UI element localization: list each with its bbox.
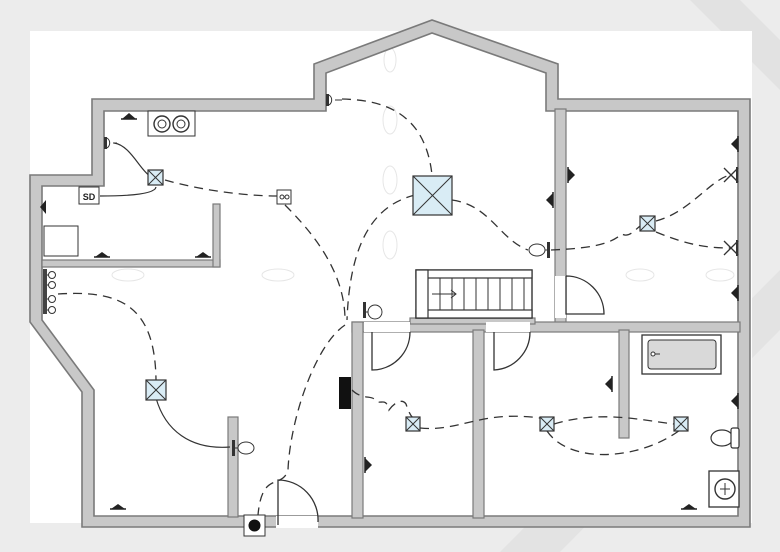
walls — [29, 19, 751, 528]
wall-lamp-icon[interactable] — [326, 94, 342, 106]
interior-wall — [212, 203, 221, 268]
wall-switch-bank-icon[interactable] — [43, 269, 56, 314]
toilet-icon — [710, 427, 740, 449]
interior-wall — [618, 329, 630, 439]
wall-lamp-icon[interactable] — [363, 302, 383, 320]
staircase-icon — [415, 269, 533, 319]
wall-lamp-icon[interactable] — [104, 137, 117, 149]
bedroom-door[interactable] — [371, 331, 411, 371]
wall-outlet-icon[interactable] — [546, 192, 554, 208]
ceiling-light-fixture-icon[interactable] — [673, 416, 689, 432]
washing-machine-icon — [708, 470, 740, 508]
closet-door[interactable] — [565, 275, 605, 315]
wall-outlet-icon[interactable] — [94, 252, 110, 258]
wall-light-cross-icon[interactable] — [723, 240, 739, 256]
front-door[interactable] — [277, 479, 319, 525]
smoke-detector-icon: SD — [78, 186, 100, 205]
cooktop-icon — [147, 110, 196, 137]
wall-outlet-icon[interactable] — [731, 136, 739, 152]
interior-wall — [351, 321, 364, 519]
wall-outlet-icon[interactable] — [731, 285, 739, 301]
wall-outlet-icon[interactable] — [364, 457, 372, 473]
bath-door[interactable] — [493, 331, 531, 371]
interior-wall — [472, 329, 485, 519]
wall-outlet-icon[interactable] — [731, 393, 739, 409]
wall-lamp-icon[interactable] — [232, 440, 255, 456]
refrigerator-icon — [43, 225, 79, 257]
electrical-panel-icon[interactable] — [339, 377, 351, 409]
interior-wall — [41, 259, 221, 268]
wall-outlet-icons[interactable] — [40, 113, 739, 510]
smoke-detector-label: SD — [83, 192, 96, 202]
bathtub-icon — [641, 334, 722, 375]
wall-outlet-icon[interactable] — [195, 252, 211, 258]
wall-outlet-icon[interactable] — [110, 504, 126, 510]
ceiling-light-fixture-icon[interactable] — [405, 416, 421, 432]
interior-wall — [227, 416, 239, 518]
exterior-wall — [29, 19, 751, 528]
door-openings — [276, 276, 566, 528]
ceiling-light-fixture-icon[interactable] — [412, 175, 453, 216]
ceiling-light-fixture-icon[interactable] — [147, 169, 164, 186]
doorbell-icon[interactable] — [243, 514, 266, 537]
double-outlet-icon[interactable] — [276, 189, 292, 205]
ceiling-light-placeholders — [111, 47, 735, 282]
ceiling-light-fixture-icon[interactable] — [639, 215, 656, 232]
wall-lamp-icon[interactable] — [528, 242, 550, 258]
wall-outlet-icon[interactable] — [40, 200, 46, 214]
wall-outlet-icon[interactable] — [567, 167, 575, 183]
ceiling-light-fixture-icon[interactable] — [145, 379, 167, 401]
doors[interactable] — [277, 275, 605, 525]
wall-light-cross-icon[interactable] — [723, 167, 739, 183]
wall-outlet-icon[interactable] — [681, 504, 697, 510]
ceiling-light-fixture-icon[interactable] — [539, 416, 555, 432]
wall-outlet-icon[interactable] — [121, 113, 137, 120]
wall-outlet-icon[interactable] — [605, 376, 613, 392]
